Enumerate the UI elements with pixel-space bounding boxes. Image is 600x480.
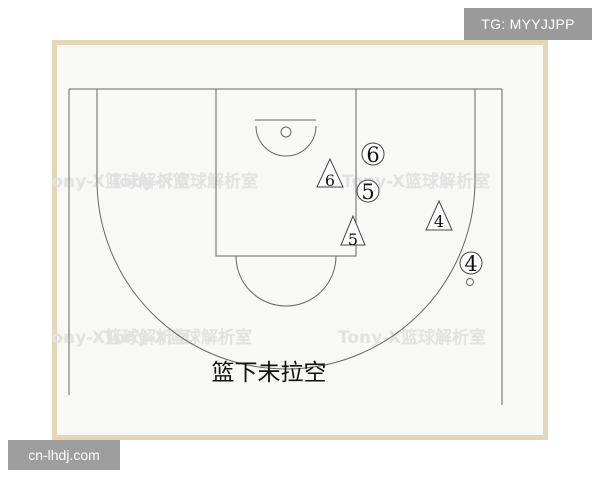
player-offense-5: 5 — [356, 179, 380, 204]
defense-triangle-marker — [316, 157, 344, 188]
watermark-left-bottom: Tony-X篮球解析室 — [52, 327, 190, 348]
player-defense-5: 5 — [340, 214, 366, 249]
player-number: 5 — [348, 230, 358, 249]
defense-triangle-marker — [425, 199, 453, 231]
watermark-left-top: Tony-X篮球解析室 — [52, 171, 190, 192]
free-throw-circle — [235, 255, 337, 307]
player-number: 6 — [325, 171, 335, 190]
offense-circle-marker — [361, 142, 385, 166]
offense-circle-marker — [459, 251, 483, 275]
watermark-center-top: Tony-X篮球解析室 — [110, 171, 258, 192]
top-tag-badge: TG: MYYJJPP — [464, 8, 592, 40]
player-number: 4 — [464, 252, 477, 276]
player-defense-6: 6 — [316, 157, 344, 190]
three-point-arc — [96, 179, 476, 370]
player-offense-6: 6 — [361, 142, 385, 167]
player-defense-4: 4 — [425, 199, 453, 231]
rim — [280, 126, 292, 138]
source-badge: cn-lhdj.com — [8, 440, 120, 470]
paint-lane — [215, 88, 357, 257]
restricted-area-arc — [255, 125, 317, 157]
diagram-caption: 篮下未拉空 — [212, 360, 327, 386]
player-number: 5 — [361, 180, 374, 204]
watermark-right-bottom: Tony-X篮球解析室 — [338, 327, 486, 348]
ball-icon — [466, 278, 474, 286]
player-offense-4: 4 — [459, 251, 483, 276]
watermark-center-bottom: Tony-X篮球解析室 — [104, 327, 252, 348]
player-number: 4 — [434, 212, 444, 231]
court-diagram: Tony-X篮球解析室 Tony-X篮球解析室 Tony-X篮球解析室 Tony… — [52, 88, 503, 405]
watermark-right-top: Tony-X篮球解析室 — [342, 171, 490, 192]
defense-triangle-marker — [340, 214, 366, 246]
player-number: 6 — [366, 143, 379, 167]
offense-circle-marker — [356, 179, 380, 203]
court-lines — [68, 88, 503, 405]
